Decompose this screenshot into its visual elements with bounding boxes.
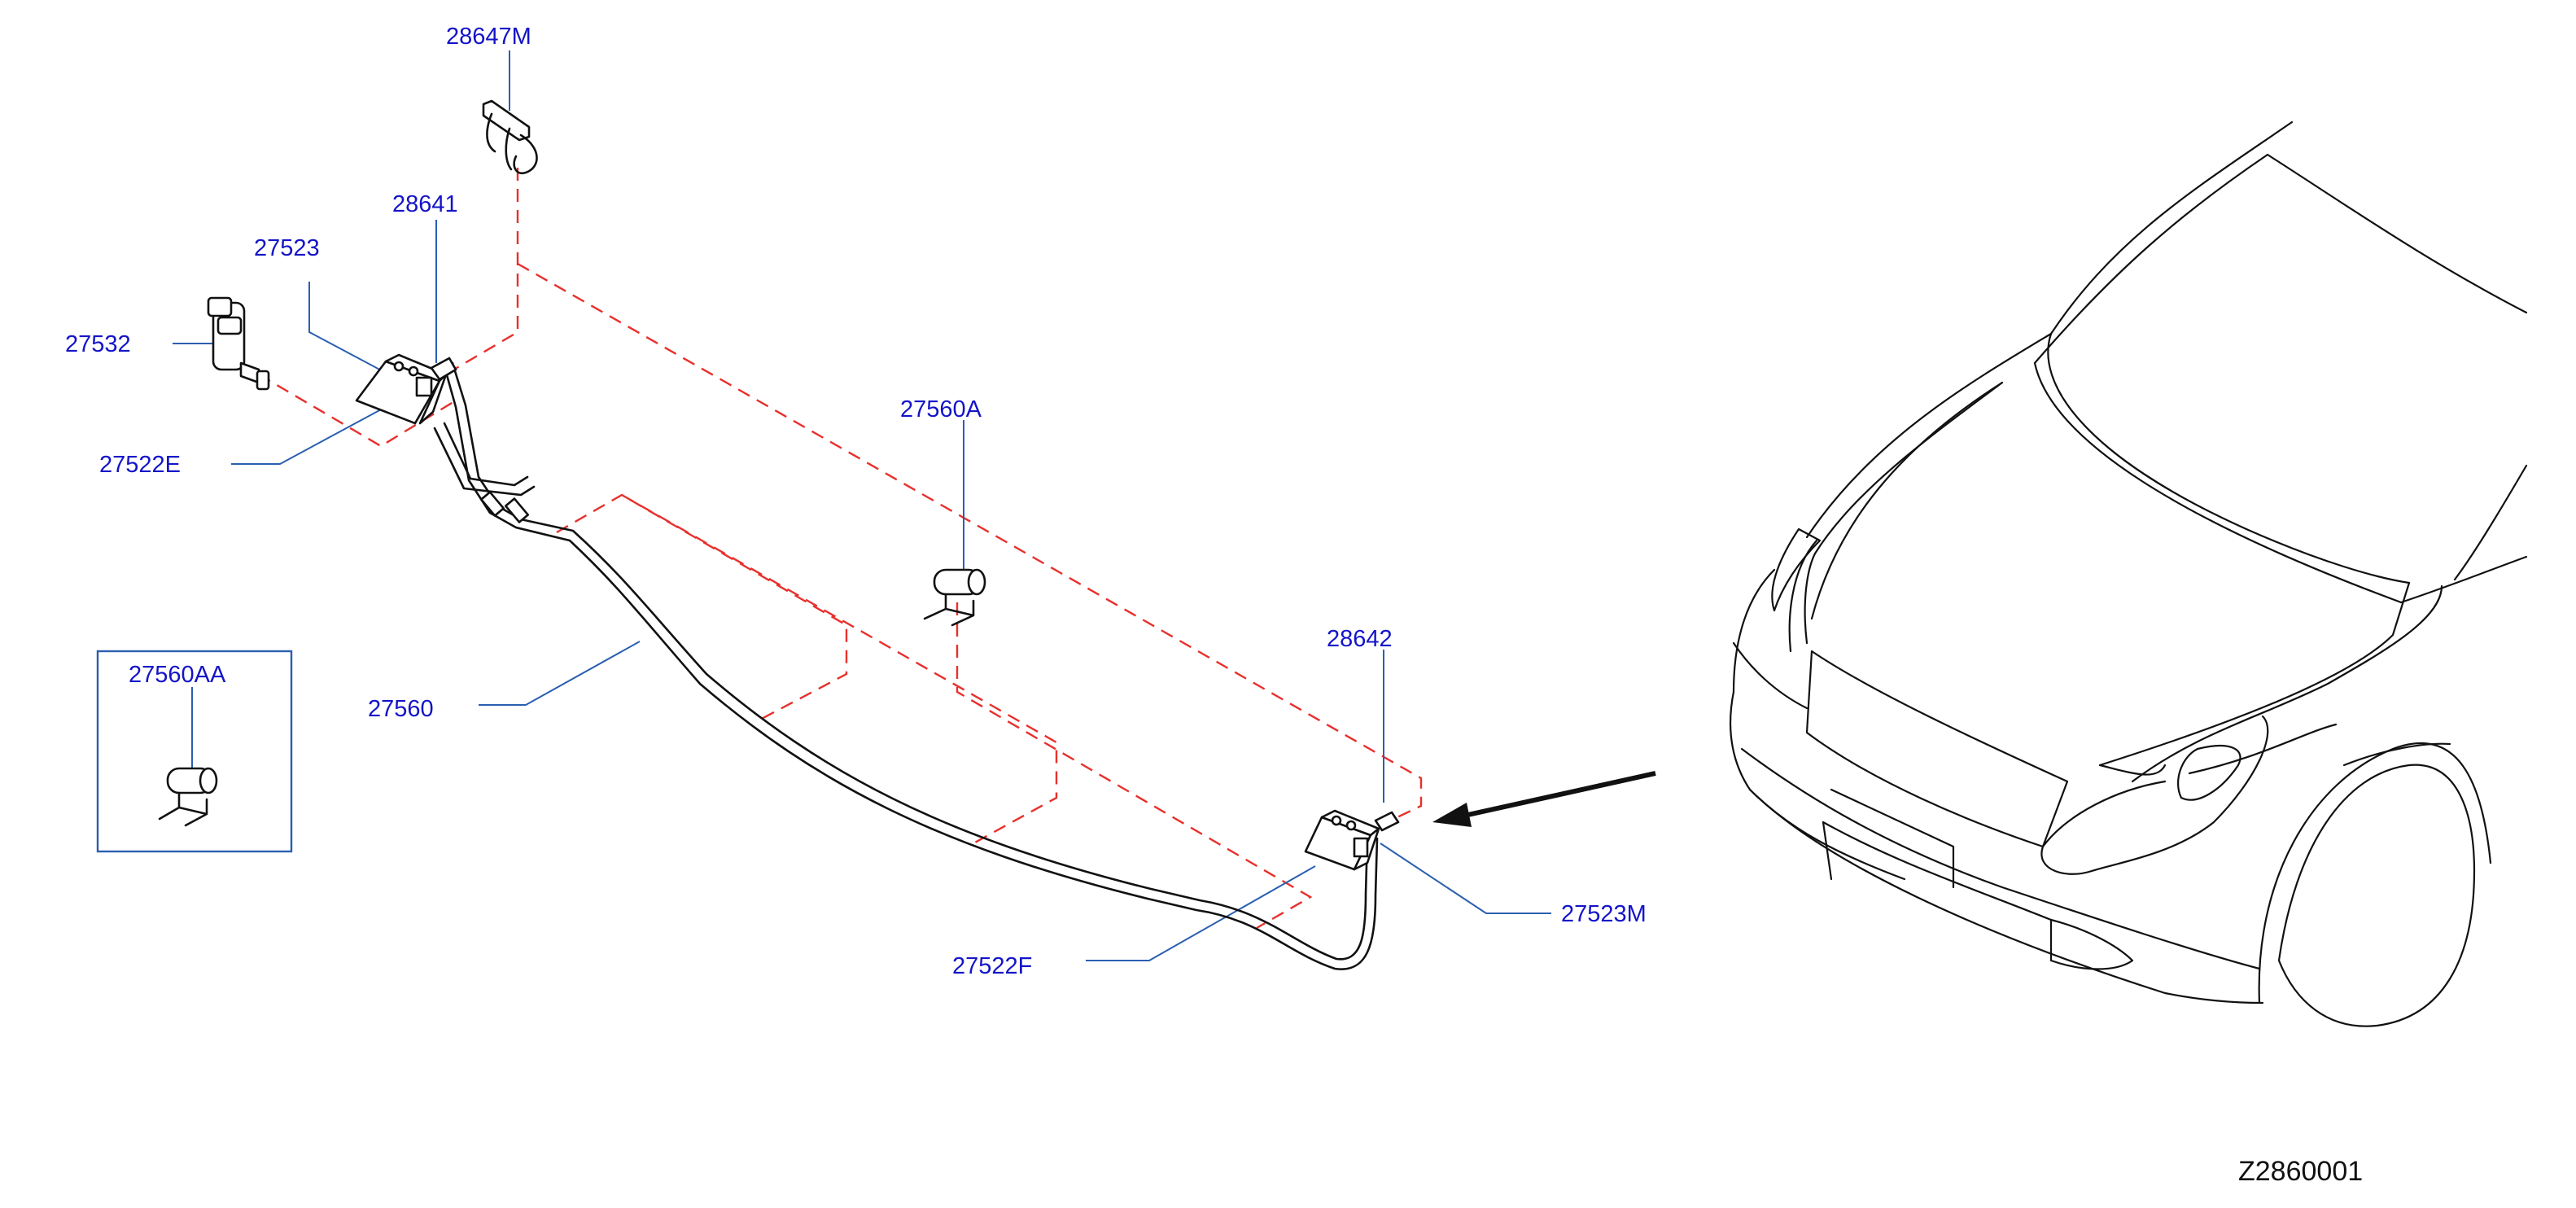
washer-pump-icon [207,296,270,391]
label-28647M[interactable]: 28647M [446,24,531,50]
part-labels: 28647M 28641 27523 27532 27522E 27560A 2… [65,24,1647,979]
label-27523M[interactable]: 27523M [1561,901,1647,927]
washer-hose [433,361,1379,970]
label-27560A[interactable]: 27560A [900,396,982,422]
clip-27560AA-icon [158,767,218,827]
direction-arrow-icon [1432,771,1656,827]
clip-28647M-icon [482,99,538,175]
vehicle-outline [1729,120,2528,1027]
inset-box [96,650,293,853]
label-27522E[interactable]: 27522E [99,452,181,478]
left-washer-nozzle-icon [355,353,457,425]
right-washer-nozzle-icon [1304,809,1400,871]
assembly-guide-lines [258,168,1423,930]
label-27560[interactable]: 27560 [368,696,434,722]
label-27522F[interactable]: 27522F [952,953,1032,979]
label-28642[interactable]: 28642 [1327,626,1393,652]
drawing-code: Z2860001 [2238,1156,2363,1187]
leader-lines [173,50,1551,961]
clip-27560A-icon [923,568,986,627]
label-27532[interactable]: 27532 [65,331,131,357]
label-27523[interactable]: 27523 [254,235,320,261]
label-27560AA[interactable]: 27560AA [129,662,226,688]
label-28641[interactable]: 28641 [392,191,458,217]
